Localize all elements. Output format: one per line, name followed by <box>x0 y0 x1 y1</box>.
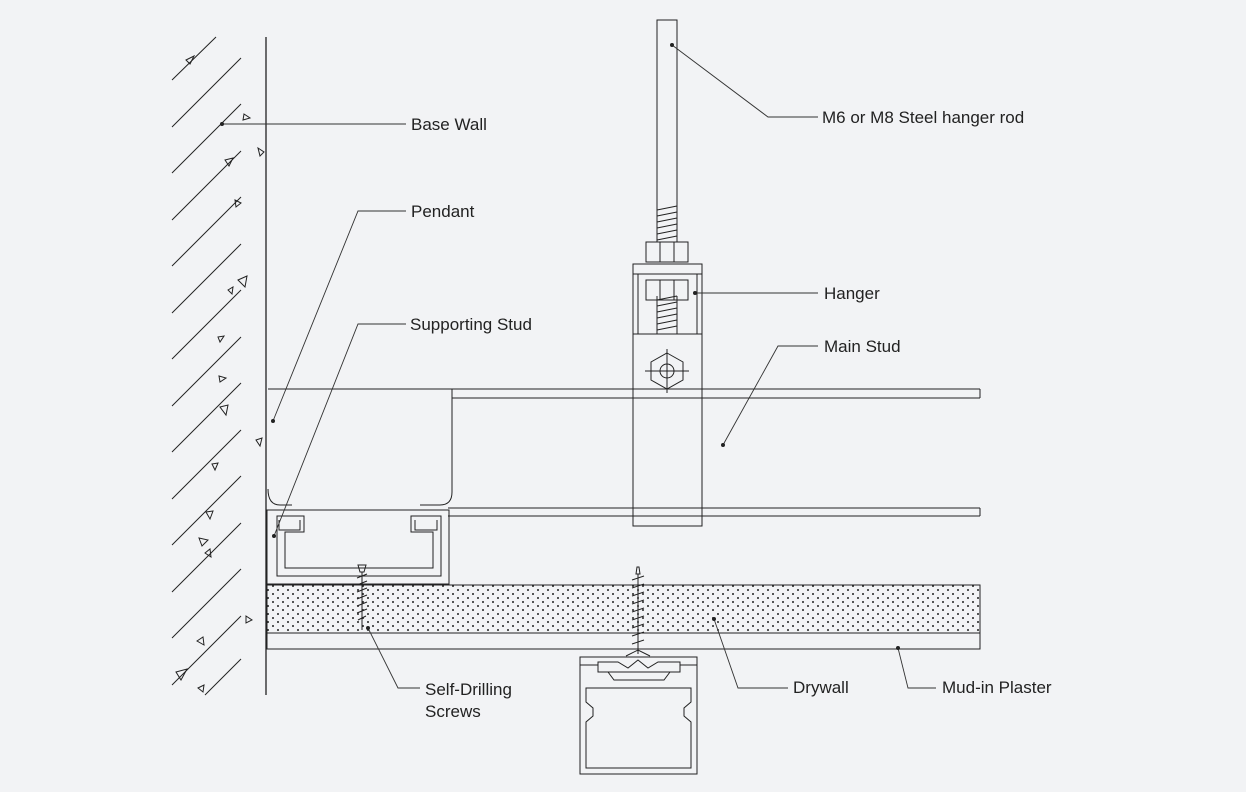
label-supporting-stud: Supporting Stud <box>410 315 532 334</box>
label-screws-line1: Self-Drilling <box>425 680 512 699</box>
supporting-stud <box>266 509 450 585</box>
label-pendant: Pendant <box>411 202 475 221</box>
pendant <box>268 388 453 506</box>
label-hanger-rod: M6 or M8 Steel hanger rod <box>822 108 1024 127</box>
drywall <box>266 584 981 634</box>
label-mud-in-plaster: Mud-in Plaster <box>942 678 1052 697</box>
mud-in-plaster <box>266 632 981 650</box>
label-drywall: Drywall <box>793 678 849 697</box>
hanger <box>632 241 703 527</box>
pendant-lower-corner <box>267 488 292 506</box>
label-hanger: Hanger <box>824 284 880 303</box>
label-base-wall: Base Wall <box>411 115 487 134</box>
self-drilling-screw-left <box>356 564 368 630</box>
leaders <box>220 43 936 689</box>
base-wall-hatch <box>171 36 265 696</box>
self-drilling-screw-center <box>625 566 651 657</box>
main-stud <box>448 388 981 517</box>
light-profile <box>579 656 698 775</box>
label-screws-line2: Screws <box>425 702 481 721</box>
label-main-stud: Main Stud <box>824 337 901 356</box>
